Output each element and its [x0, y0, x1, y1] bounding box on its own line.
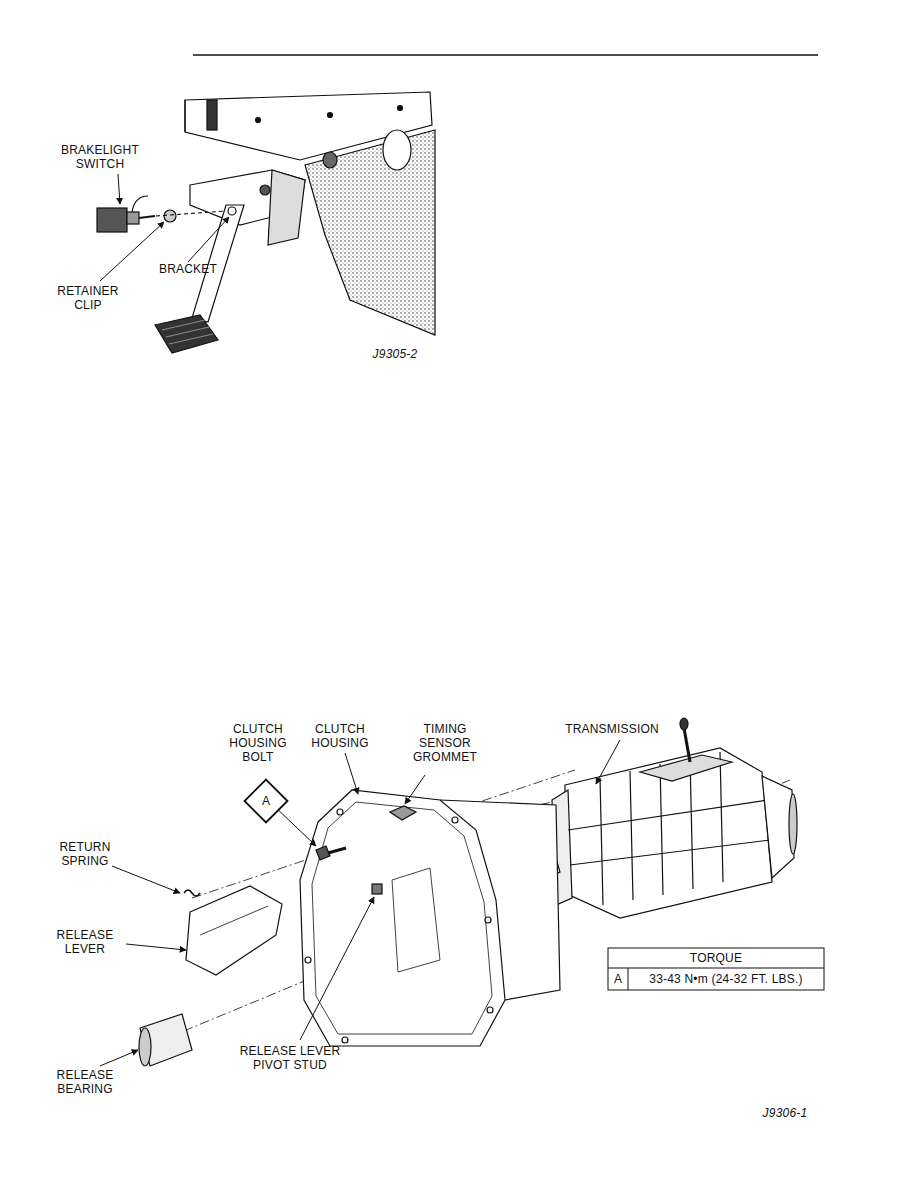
panel-opening [383, 130, 411, 170]
part-label: BRAKELIGHT SWITCH [58, 143, 142, 171]
housing-opening [392, 868, 440, 972]
bolt-hole [485, 917, 491, 923]
case-rib [570, 840, 770, 865]
torque-table [608, 948, 824, 990]
bracket-hole [228, 207, 236, 215]
table-cell: A [609, 972, 627, 986]
panel-hole [398, 106, 403, 111]
table-rule [628, 968, 629, 990]
shift-cover [640, 755, 732, 781]
part-label: RELEASE LEVER PIVOT STUD [236, 1044, 344, 1072]
header-rule [193, 54, 818, 56]
pad-rib [162, 320, 205, 330]
leader-line [345, 753, 358, 794]
brakelight-switch [97, 208, 127, 232]
leader-line [188, 217, 229, 262]
release-bearing [140, 1014, 192, 1066]
pad-rib [166, 327, 209, 337]
lever-edge [200, 906, 268, 935]
panel-hole [256, 118, 261, 123]
panel-opening [323, 152, 337, 168]
housing-flange [312, 802, 492, 1034]
bolt-hole [337, 809, 343, 815]
bolt-hole [305, 957, 311, 963]
case-rib [720, 752, 723, 882]
switch-plunger [139, 216, 155, 218]
part-label: TIMING SENSOR GROMMET [408, 722, 482, 764]
switch-wire [132, 196, 148, 212]
bolt-hole [487, 1007, 493, 1013]
pivot-stud [372, 884, 382, 894]
pad-rib [169, 334, 213, 344]
part-label: RELEASE LEVER [49, 928, 121, 956]
part-label: RELEASE BEARING [46, 1068, 124, 1096]
leader-line [596, 740, 620, 784]
leader-line [118, 174, 120, 204]
leader-lines [100, 174, 229, 281]
transmission-case [565, 748, 772, 918]
panel-edge [184, 100, 185, 132]
table-cell: 33-43 N•m (24-32 FT. LBS.) [630, 972, 822, 986]
leader-line [126, 944, 186, 950]
shift-knob [680, 718, 688, 730]
case-rib [660, 764, 663, 895]
table-cell: TORQUE [616, 951, 816, 965]
bolt-hole [452, 817, 458, 823]
pedal-pad [155, 315, 218, 353]
case-rib [690, 757, 693, 889]
clutch-housing [300, 790, 505, 1046]
part-label: BRACKET [153, 262, 223, 276]
leader-line [300, 897, 374, 1040]
torque-key: A [243, 794, 289, 808]
part-label: TRANSMISSION [557, 722, 667, 736]
part-label: CLUTCH HOUSING BOLT [226, 722, 290, 764]
release-lever [186, 886, 282, 975]
output-end [789, 794, 797, 854]
return-spring [184, 890, 200, 896]
pedal-bracket-flange [268, 170, 305, 245]
figure-code: J9305-2 [355, 347, 435, 361]
part-label: CLUTCH HOUSING [304, 722, 376, 750]
leader-line [112, 866, 180, 893]
case-rib [568, 800, 768, 830]
dash-panel [305, 130, 435, 335]
timing-sensor-grommet [390, 806, 416, 820]
part-label: RETURN SPRING [49, 840, 121, 868]
pedal-illustration [97, 92, 435, 353]
bolt-hole [342, 1037, 348, 1043]
panel-hole [328, 113, 333, 118]
leader-line [405, 775, 425, 804]
leader-lines [100, 740, 620, 1066]
table-border [608, 948, 824, 990]
part-label: RETAINER CLIP [52, 284, 124, 312]
pivot-hole [260, 185, 270, 195]
clutch-illustration [139, 718, 797, 1066]
switch-body [127, 212, 139, 224]
leader-line [100, 1050, 138, 1066]
table-rule [608, 968, 824, 969]
retainer-clip [164, 210, 176, 222]
housing-bolt-head [316, 846, 330, 860]
clip [207, 100, 217, 130]
torque-key-diamond: A [243, 778, 289, 824]
case-rib [630, 771, 633, 900]
housing-bolt-shank [328, 848, 346, 853]
assembly-line [156, 211, 226, 216]
shift-lever [684, 728, 690, 762]
leader-line [100, 222, 164, 281]
figure-code: J9306-1 [745, 1106, 825, 1120]
bearing-face [139, 1028, 151, 1066]
case-rib [600, 778, 603, 905]
